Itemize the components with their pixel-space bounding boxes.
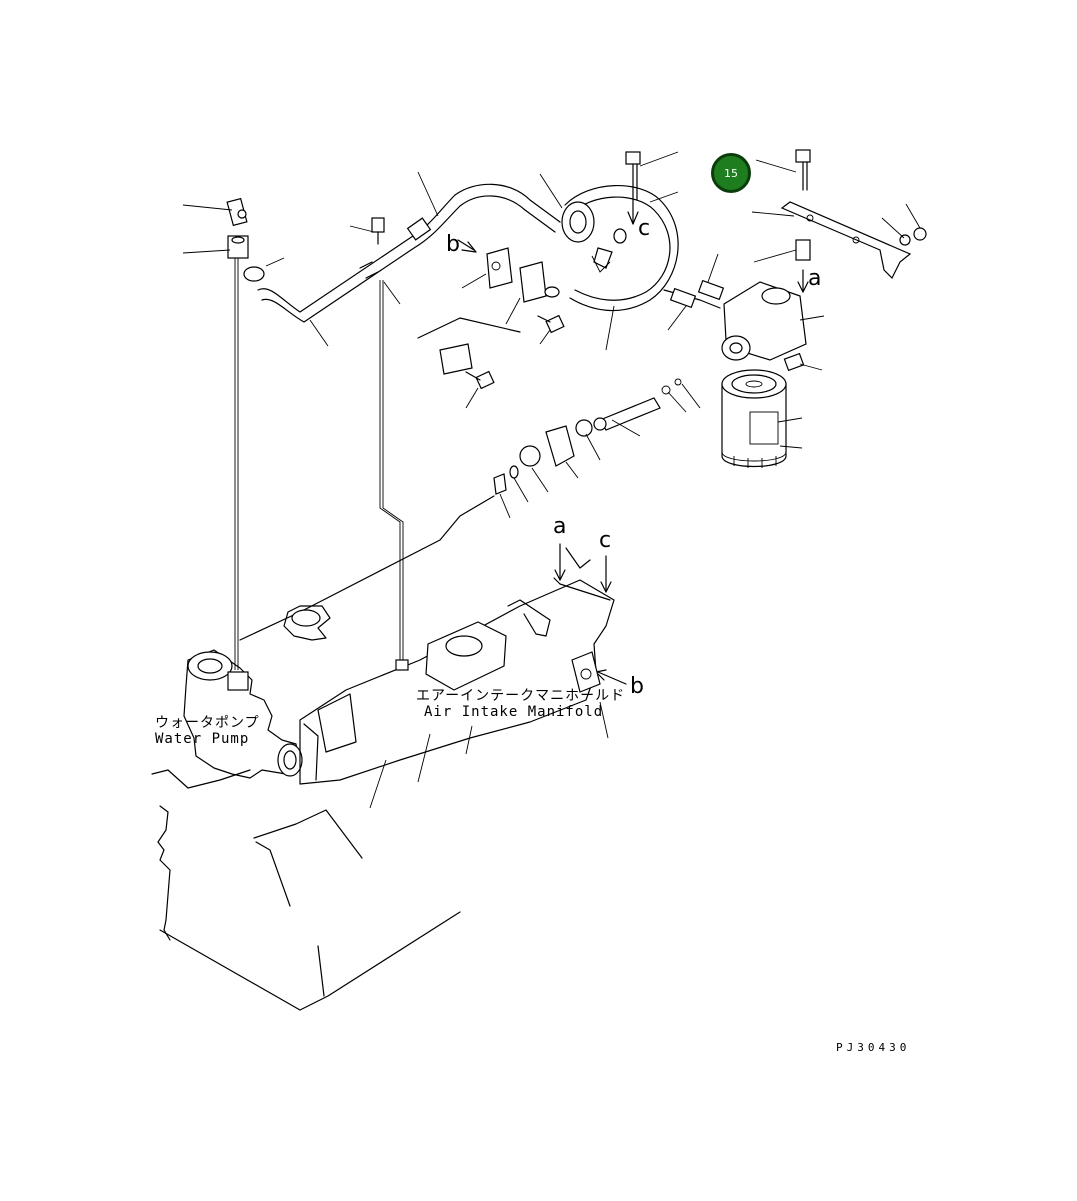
bolts (625, 149, 811, 293)
water-tube (257, 183, 561, 323)
hose-loop (561, 184, 679, 312)
long-pipes (234, 258, 404, 670)
callout-number: 15 (724, 166, 738, 180)
ref-letter-a-manifold: a (553, 514, 567, 539)
callout-badge[interactable]: 15 (711, 153, 751, 193)
engine-block (151, 495, 615, 1011)
manifold-label-jp: エアーインテークマニホールド (416, 688, 626, 704)
water-pump-label-jp: ウォータポンプ (155, 715, 260, 731)
ref-arrows (457, 239, 627, 685)
water-pump-label-en: Water Pump (155, 731, 250, 747)
ref-letter-a: a (808, 266, 822, 291)
ref-letter-b-manifold: b (630, 674, 644, 699)
ref-letter-b: b (446, 232, 460, 257)
fitting-upper-left (226, 197, 385, 282)
filter-head (663, 279, 807, 372)
bracket (780, 201, 927, 280)
pipe-flanges (417, 247, 565, 390)
leader-lines (182, 151, 921, 809)
oil-filter (721, 369, 787, 468)
ref-letter-c-manifold: c (599, 528, 612, 553)
ref-letter-c: c (638, 216, 651, 241)
drawing-code: PJ30430 (836, 1041, 911, 1054)
manifold-label-en: Air Intake Manifold (424, 704, 604, 720)
